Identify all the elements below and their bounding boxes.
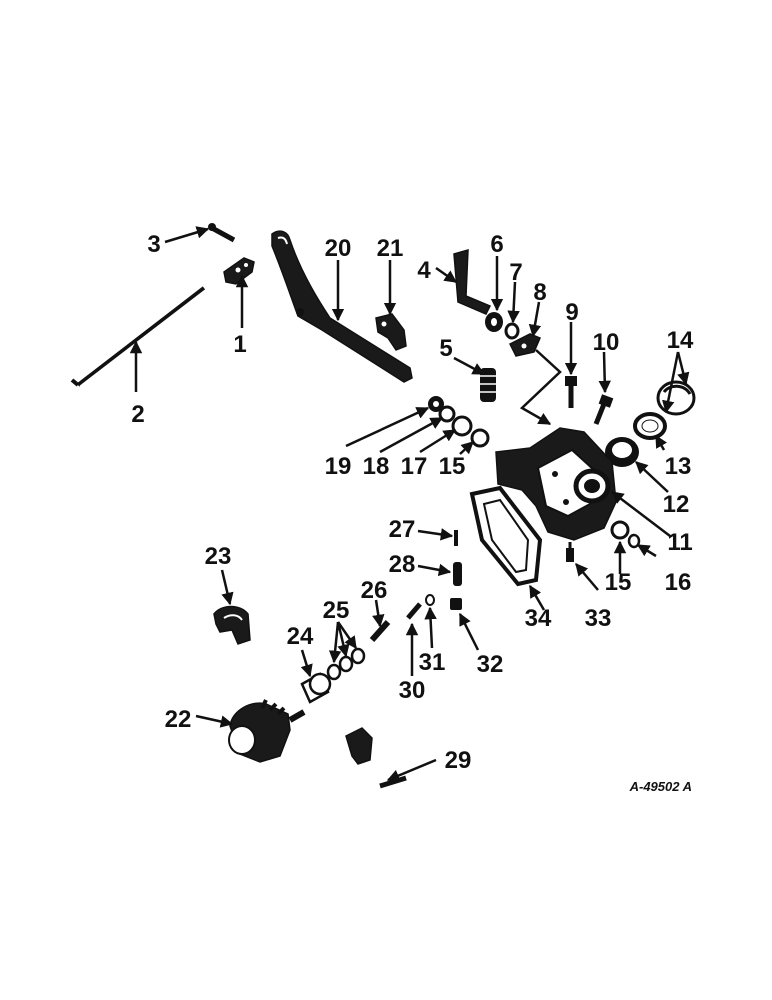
callout-17: 17 — [401, 453, 428, 480]
part-15b-bushing — [610, 520, 630, 540]
callout-27: 27 — [389, 516, 416, 543]
callout-4: 4 — [417, 257, 431, 284]
part-3-pin — [208, 223, 236, 243]
callout-6: 6 — [490, 231, 503, 258]
part-7-washer — [504, 322, 520, 340]
part-34-gasket — [469, 485, 543, 587]
part-1-clevis — [223, 257, 255, 285]
part-9-bolt — [565, 376, 577, 408]
part-19-washer — [428, 396, 444, 412]
callout-32: 32 — [477, 651, 504, 678]
callout-15-second: 15 — [605, 569, 632, 596]
callout-7: 7 — [509, 259, 522, 286]
part-16-washer — [627, 533, 641, 549]
callout-18: 18 — [363, 453, 390, 480]
part-32-plug — [450, 598, 462, 610]
part-33-plug — [566, 542, 574, 562]
part-30-pin — [406, 602, 422, 620]
part-22-gear — [228, 699, 306, 763]
leader-lines — [129, 226, 690, 782]
part-21-bracket — [375, 313, 407, 351]
callout-30: 30 — [399, 677, 426, 704]
part-20-lever — [271, 230, 413, 383]
part-14-cup — [656, 380, 696, 416]
callout-16: 16 — [665, 569, 692, 596]
part-29-fork — [345, 727, 373, 765]
part-10-bolt — [593, 394, 614, 425]
part-2-rod — [70, 286, 206, 387]
callout-31: 31 — [419, 649, 446, 676]
callout-3: 3 — [147, 231, 160, 258]
part-11-housing — [495, 427, 617, 541]
callout-8: 8 — [533, 279, 546, 306]
callout-10: 10 — [593, 329, 620, 356]
callout-20: 20 — [325, 235, 352, 262]
callout-9: 9 — [565, 299, 578, 326]
callout-25: 25 — [323, 597, 350, 624]
callout-12: 12 — [663, 491, 690, 518]
callout-1: 1 — [233, 331, 246, 358]
callout-19: 19 — [325, 453, 352, 480]
callout-34: 34 — [525, 605, 552, 632]
part-12-bushing — [605, 437, 639, 467]
part-24-sleeve — [300, 672, 332, 704]
part-8-plate — [508, 333, 541, 357]
callout-13: 13 — [665, 453, 692, 480]
part-6-washer — [485, 312, 503, 332]
callout-33: 33 — [585, 605, 612, 632]
callout-23: 23 — [205, 543, 232, 570]
part-17-bushing — [451, 415, 473, 437]
part-23-fork — [213, 605, 251, 645]
part-25-washers — [326, 647, 366, 681]
callout-24: 24 — [287, 623, 314, 650]
part-28-spring — [453, 562, 462, 586]
callout-11: 11 — [667, 529, 692, 556]
part-18-washer — [438, 405, 456, 423]
part-13-ring — [633, 412, 667, 440]
callout-21: 21 — [377, 235, 404, 262]
callout-15: 15 — [439, 453, 466, 480]
part-29-pin — [379, 775, 407, 789]
part-15a-bushing — [470, 428, 490, 448]
callout-numbers: 1 2 3 4 5 6 7 8 9 10 11 12 13 14 15 15 1… — [131, 231, 694, 774]
part-5-spring — [480, 368, 496, 402]
callout-5: 5 — [439, 335, 452, 362]
callout-22: 22 — [165, 706, 192, 733]
callout-2: 2 — [131, 401, 144, 428]
part-26-spring — [369, 620, 391, 642]
part-31-pin — [425, 594, 435, 606]
callout-14: 14 — [667, 327, 694, 354]
callout-29: 29 — [445, 747, 472, 774]
part-4-plate — [453, 248, 492, 315]
reference-code: A-49502 A — [629, 779, 692, 794]
callout-28: 28 — [389, 551, 416, 578]
callout-26: 26 — [361, 577, 388, 604]
